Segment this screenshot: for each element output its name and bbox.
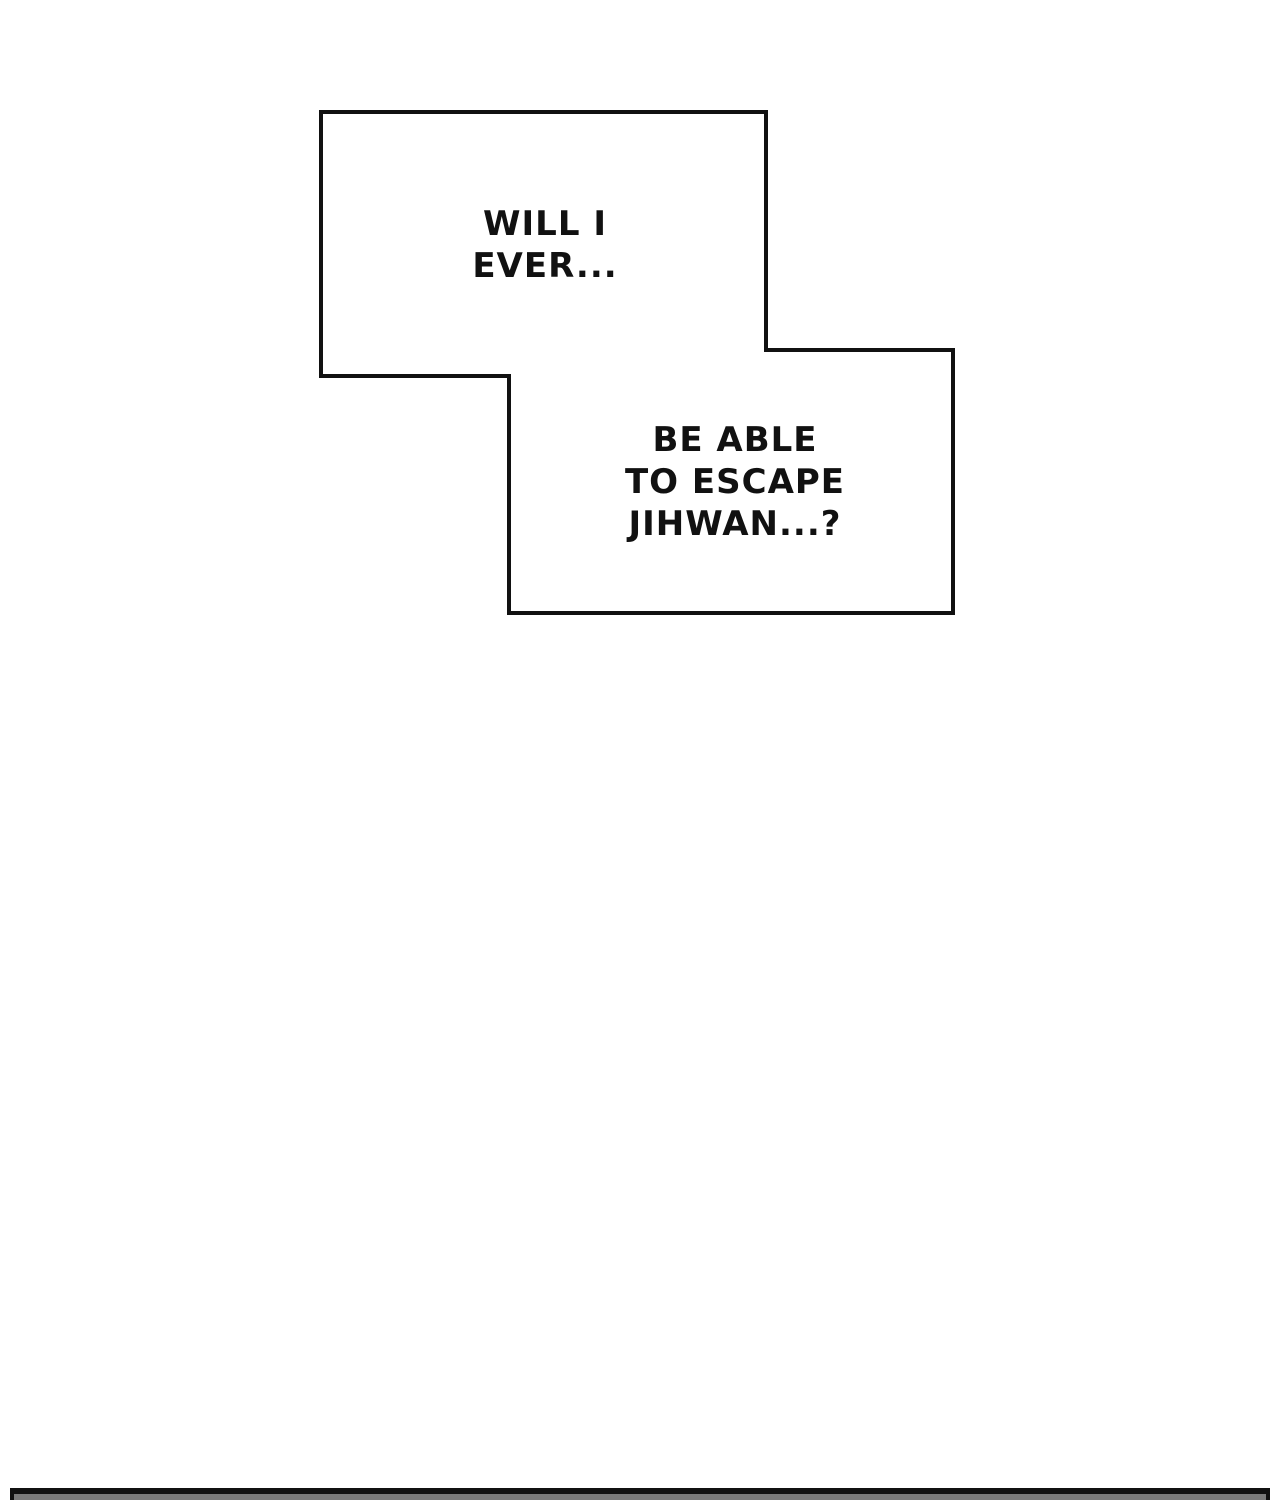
narration-text-second: BE ABLE TO ESCAPE JIHWAN...? [624, 420, 846, 544]
narration-text-first: WILL I EVER... [472, 204, 618, 286]
next-panel-edge [14, 1494, 1266, 1500]
